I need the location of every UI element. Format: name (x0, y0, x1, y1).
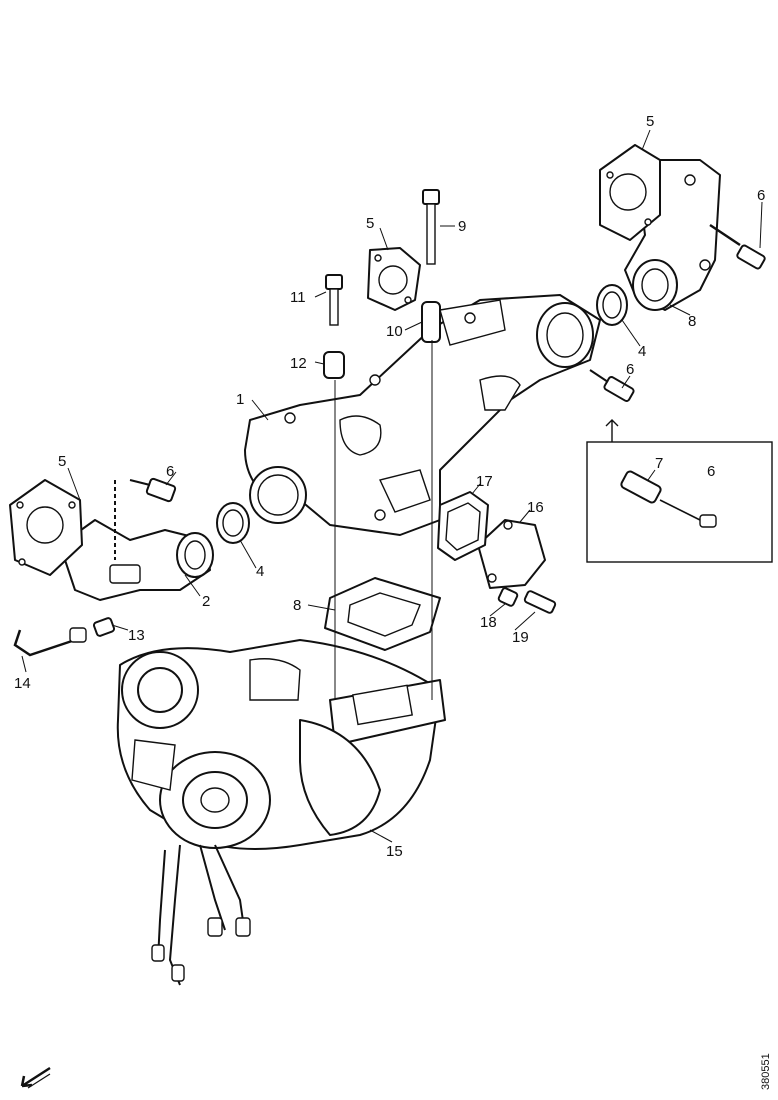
nut-part-18 (497, 587, 519, 607)
callout-9: 9 (458, 218, 466, 235)
callout-19: 19 (512, 629, 529, 646)
elbow-pipe-part-2 (59, 480, 214, 601)
gasket-part-5-left (9, 479, 83, 576)
screw-part-19 (523, 590, 557, 614)
callout-12: 12 (290, 355, 307, 372)
callout-2: 2 (202, 593, 210, 610)
sensor-part-13 (92, 617, 116, 637)
stud-part-6-left (129, 477, 177, 503)
callout-13: 13 (128, 627, 145, 644)
leader-lines (21, 129, 763, 843)
stud-part-6-right (709, 223, 766, 270)
callout-18: 18 (480, 614, 497, 631)
callout-15: 15 (386, 843, 403, 860)
arrow-down-left-icon (20, 1066, 51, 1089)
callout-8: 8 (293, 597, 301, 614)
callout-4-right: 4 (638, 343, 646, 360)
exhaust-manifold-part-1 (244, 294, 601, 536)
gasket-part-5-right (599, 144, 661, 241)
callout-5-center: 5 (366, 215, 374, 232)
bolt-part-9 (422, 189, 440, 265)
callout-6-upper: 6 (626, 361, 634, 378)
callout-14: 14 (14, 675, 31, 692)
callout-7-inset: 7 (655, 455, 663, 472)
callout-6-right: 6 (757, 187, 765, 204)
cover-plate-part-16 (477, 519, 546, 589)
bolt-part-11 (325, 274, 343, 326)
detail-inset-box (586, 419, 773, 563)
callout-16: 16 (527, 499, 544, 516)
seal-ring-inner-left (222, 509, 244, 537)
spacer-part-12 (323, 351, 345, 379)
callout-17: 17 (476, 473, 493, 490)
callout-10: 10 (386, 323, 403, 340)
callout-5-left: 5 (58, 453, 66, 470)
callout-6-inset: 6 (707, 463, 715, 480)
cover-gasket-part-17 (437, 491, 489, 561)
callout-6-left: 6 (166, 463, 174, 480)
callout-5-right: 5 (646, 113, 654, 130)
callout-1: 1 (236, 391, 244, 408)
callout-11: 11 (290, 289, 306, 306)
figure-code: 380551 (760, 1053, 772, 1090)
callout-4-left: 4 (256, 563, 264, 580)
seal-ring-inner-right (602, 291, 622, 319)
gasket-part-5-center (367, 247, 421, 311)
callout-8-right: 8 (688, 313, 696, 330)
flange-gasket-part-8 (324, 577, 441, 651)
stud-part-6-upper (589, 369, 635, 402)
spacer-part-10 (421, 301, 441, 343)
sensor-cable-part-14 (13, 627, 87, 657)
turbocharger-part-15 (116, 639, 446, 986)
